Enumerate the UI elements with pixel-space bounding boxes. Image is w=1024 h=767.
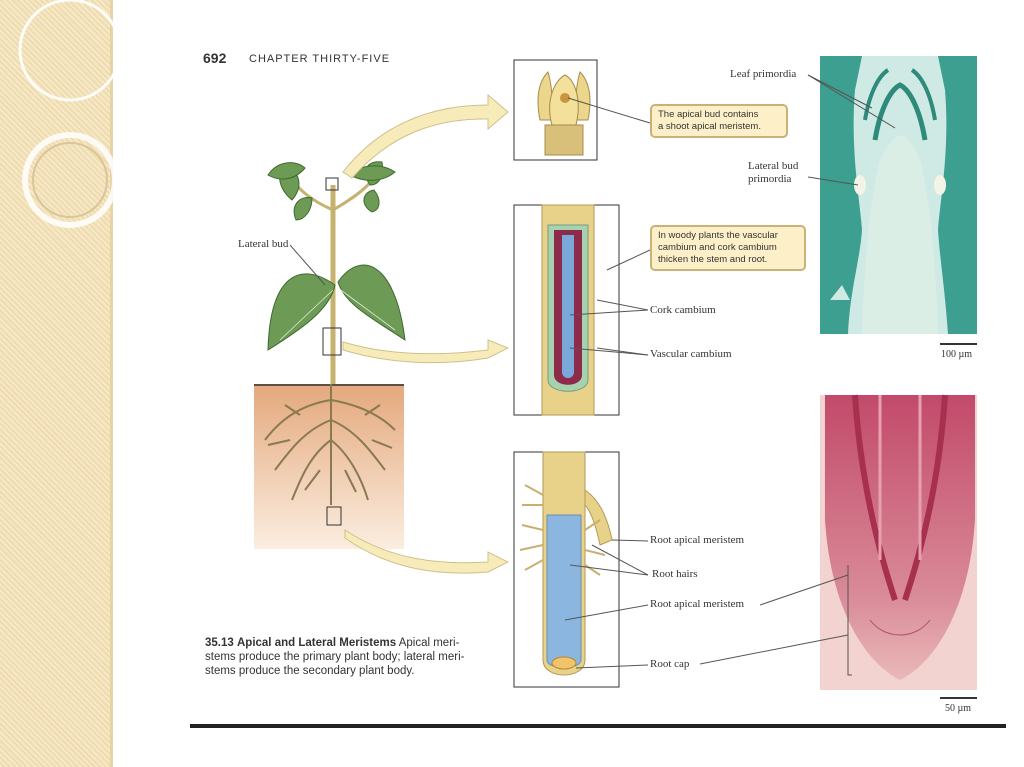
leaves: [267, 161, 406, 351]
root-tip-box: [326, 506, 342, 526]
caption-number: 35.13: [205, 637, 234, 649]
arrows: [342, 93, 510, 574]
scale-label-bottom: 50 µm: [945, 703, 972, 714]
apical-bud-box: [325, 177, 339, 191]
callout-line: The apical bud contains: [658, 109, 759, 120]
caption-text-1: Apical meri-: [398, 637, 460, 649]
leader-lines: [289, 74, 896, 676]
leaf-primordia-label: Leaf primordia: [730, 68, 797, 80]
apical-bud-callout: The apical bud contains a shoot apical m…: [650, 104, 788, 138]
page-number: 692: [203, 50, 227, 66]
root-cap-label: Root cap: [650, 658, 690, 670]
caption-text-3: stems produce the secondary plant body.: [205, 665, 415, 677]
decorative-sidebar: [0, 0, 110, 767]
root-tip-drawing: [519, 451, 613, 676]
chapter-title: CHAPTER THIRTY-FIVE: [249, 53, 391, 65]
callout-line: cambium and cork cambium: [658, 242, 777, 253]
sidebar-edge: [110, 0, 113, 767]
bottom-rule: [190, 724, 1006, 728]
cork-cambium-label: Cork cambium: [650, 304, 716, 316]
root-tip-tissue: [825, 394, 975, 680]
scale-label-top: 100 µm: [941, 349, 973, 360]
root-apical-meristem-label: Root apical meristem: [650, 534, 745, 546]
woody-plants-callout: In woody plants the vascular cambium and…: [650, 225, 806, 271]
callout-line: In woody plants the vascular: [658, 230, 778, 241]
stem-section-drawing: [541, 204, 595, 416]
root-apical-meristem-label-2: Root apical meristem: [650, 598, 745, 610]
lateral-bud-primordia-label-line2: primordia: [748, 173, 792, 185]
lateral-bud-primordia-label-line1: Lateral bud: [748, 160, 799, 172]
stem-box: [322, 327, 342, 356]
decorative-circles: [18, 0, 122, 228]
figure-caption: 35.13 Apical and Lateral Meristems Apica…: [205, 636, 495, 678]
soil: [254, 384, 404, 549]
vascular-cambium-label: Vascular cambium: [650, 348, 732, 360]
callout-line: thicken the stem and root.: [658, 254, 768, 265]
caption-title: Apical and Lateral Meristems: [236, 637, 397, 649]
root-system: [264, 384, 396, 505]
root-hairs-label: Root hairs: [652, 568, 698, 580]
caption-text-2: stems produce the primary plant body; la…: [205, 651, 465, 663]
apical-bud-drawing: [537, 71, 591, 156]
shoot-apex-tissue: [820, 56, 977, 334]
lateral-bud-label: Lateral bud: [238, 238, 289, 250]
callout-line: a shoot apical meristem.: [658, 121, 761, 132]
